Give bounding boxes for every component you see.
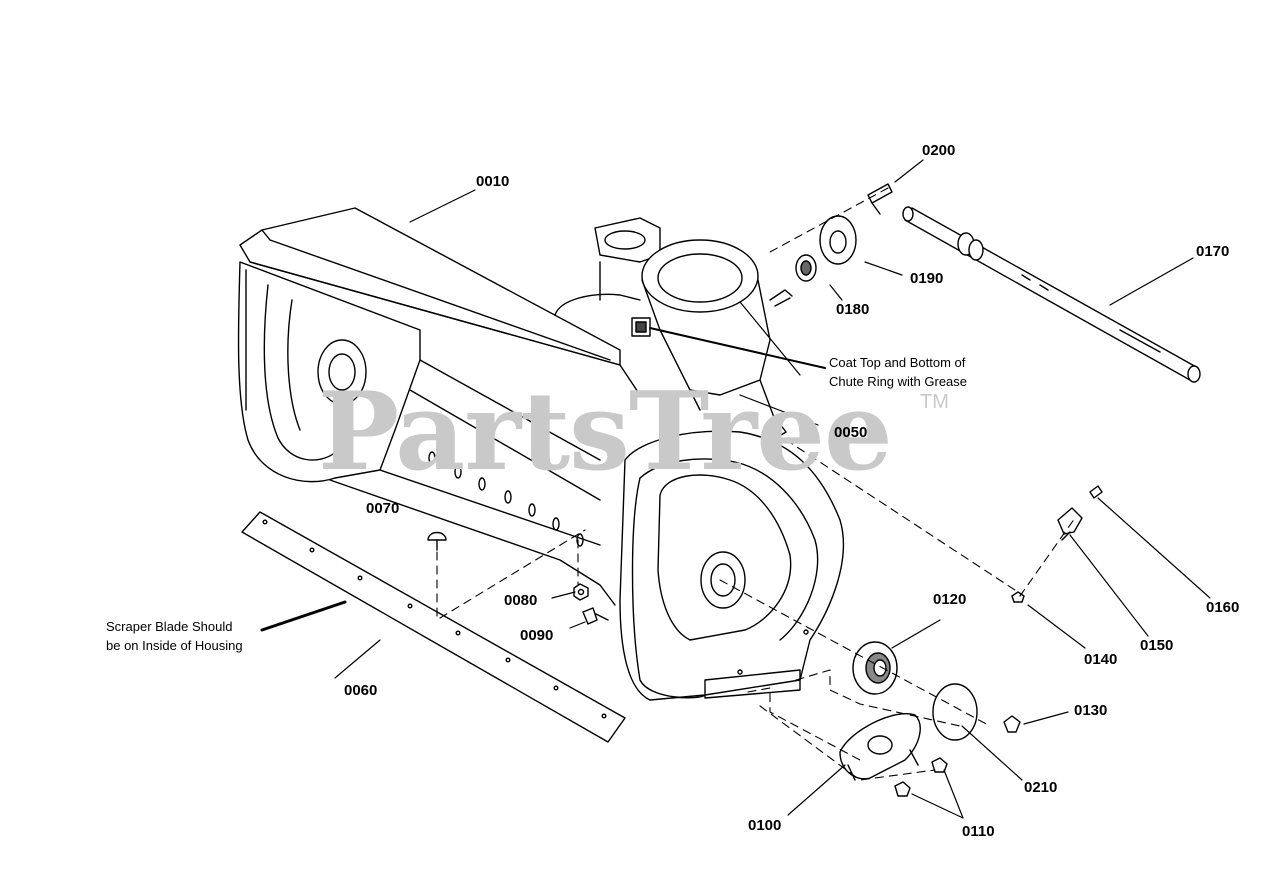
shear-bolt-0150 — [1057, 507, 1083, 541]
scraper-note: Scraper Blade Should be on Inside of Hou… — [106, 617, 243, 655]
bracket-0100 — [839, 713, 921, 781]
scraper-blade — [241, 511, 626, 743]
part-0210-label[interactable]: 0210 — [1024, 779, 1058, 796]
bearing-0180 — [795, 254, 817, 282]
housing-slots — [404, 438, 584, 547]
part-0200-label[interactable]: 0200 — [922, 142, 956, 159]
part-0080-label[interactable]: 0080 — [504, 592, 538, 609]
bolt-0130 — [1003, 715, 1021, 733]
bearing-0120 — [852, 641, 898, 695]
nut-0080 — [573, 583, 589, 601]
grease-note-arrow — [649, 327, 826, 369]
flange-0190 — [819, 215, 857, 265]
grease-note-line-2: Chute Ring with Grease — [829, 374, 968, 389]
part-0110-label[interactable]: 0110 — [962, 823, 995, 840]
grease-fitting — [769, 289, 793, 439]
part-0090-label[interactable]: 0090 — [520, 627, 554, 644]
grease-note-line-1: Coat Top and Bottom of — [829, 355, 966, 370]
pin-0160 — [1089, 485, 1103, 499]
grease-note: Coat Top and Bottom of Chute Ring with G… — [829, 353, 967, 391]
part-0180-label[interactable]: 0180 — [836, 301, 870, 318]
nuts-0110 — [894, 757, 948, 797]
part-0150-label[interactable]: 0150 — [1140, 637, 1174, 654]
part-0190-label[interactable]: 0190 — [910, 270, 944, 287]
auger-housing — [237, 207, 845, 701]
bolt-0070 — [427, 531, 447, 551]
part-0130-label[interactable]: 0130 — [1074, 702, 1108, 719]
bolt-0200 — [867, 183, 893, 215]
watermark-text: PartsTree — [318, 369, 893, 495]
leader-lines — [334, 159, 1211, 819]
part-0170-label[interactable]: 0170 — [1196, 243, 1230, 260]
part-0100-label[interactable]: 0100 — [748, 817, 782, 834]
bolt-0090 — [582, 607, 609, 625]
part-0050-label[interactable]: 0050 — [834, 424, 868, 441]
assembly-lines — [436, 187, 1076, 781]
scraper-note-line-2: be on Inside of Housing — [106, 638, 243, 653]
part-0070-label[interactable]: 0070 — [366, 500, 400, 517]
auger-shaft — [902, 206, 1201, 383]
plate-0210 — [932, 683, 978, 741]
part-0060-label[interactable]: 0060 — [344, 682, 378, 699]
part-0160-label[interactable]: 0160 — [1206, 599, 1240, 616]
scraper-note-arrow — [260, 600, 347, 632]
scraper-note-line-1: Scraper Blade Should — [106, 619, 233, 634]
part-0140-label[interactable]: 0140 — [1084, 651, 1118, 668]
watermark-tm: TM — [920, 391, 949, 413]
part-0010-label[interactable]: 0010 — [476, 173, 510, 190]
part-0120-label[interactable]: 0120 — [933, 591, 967, 608]
